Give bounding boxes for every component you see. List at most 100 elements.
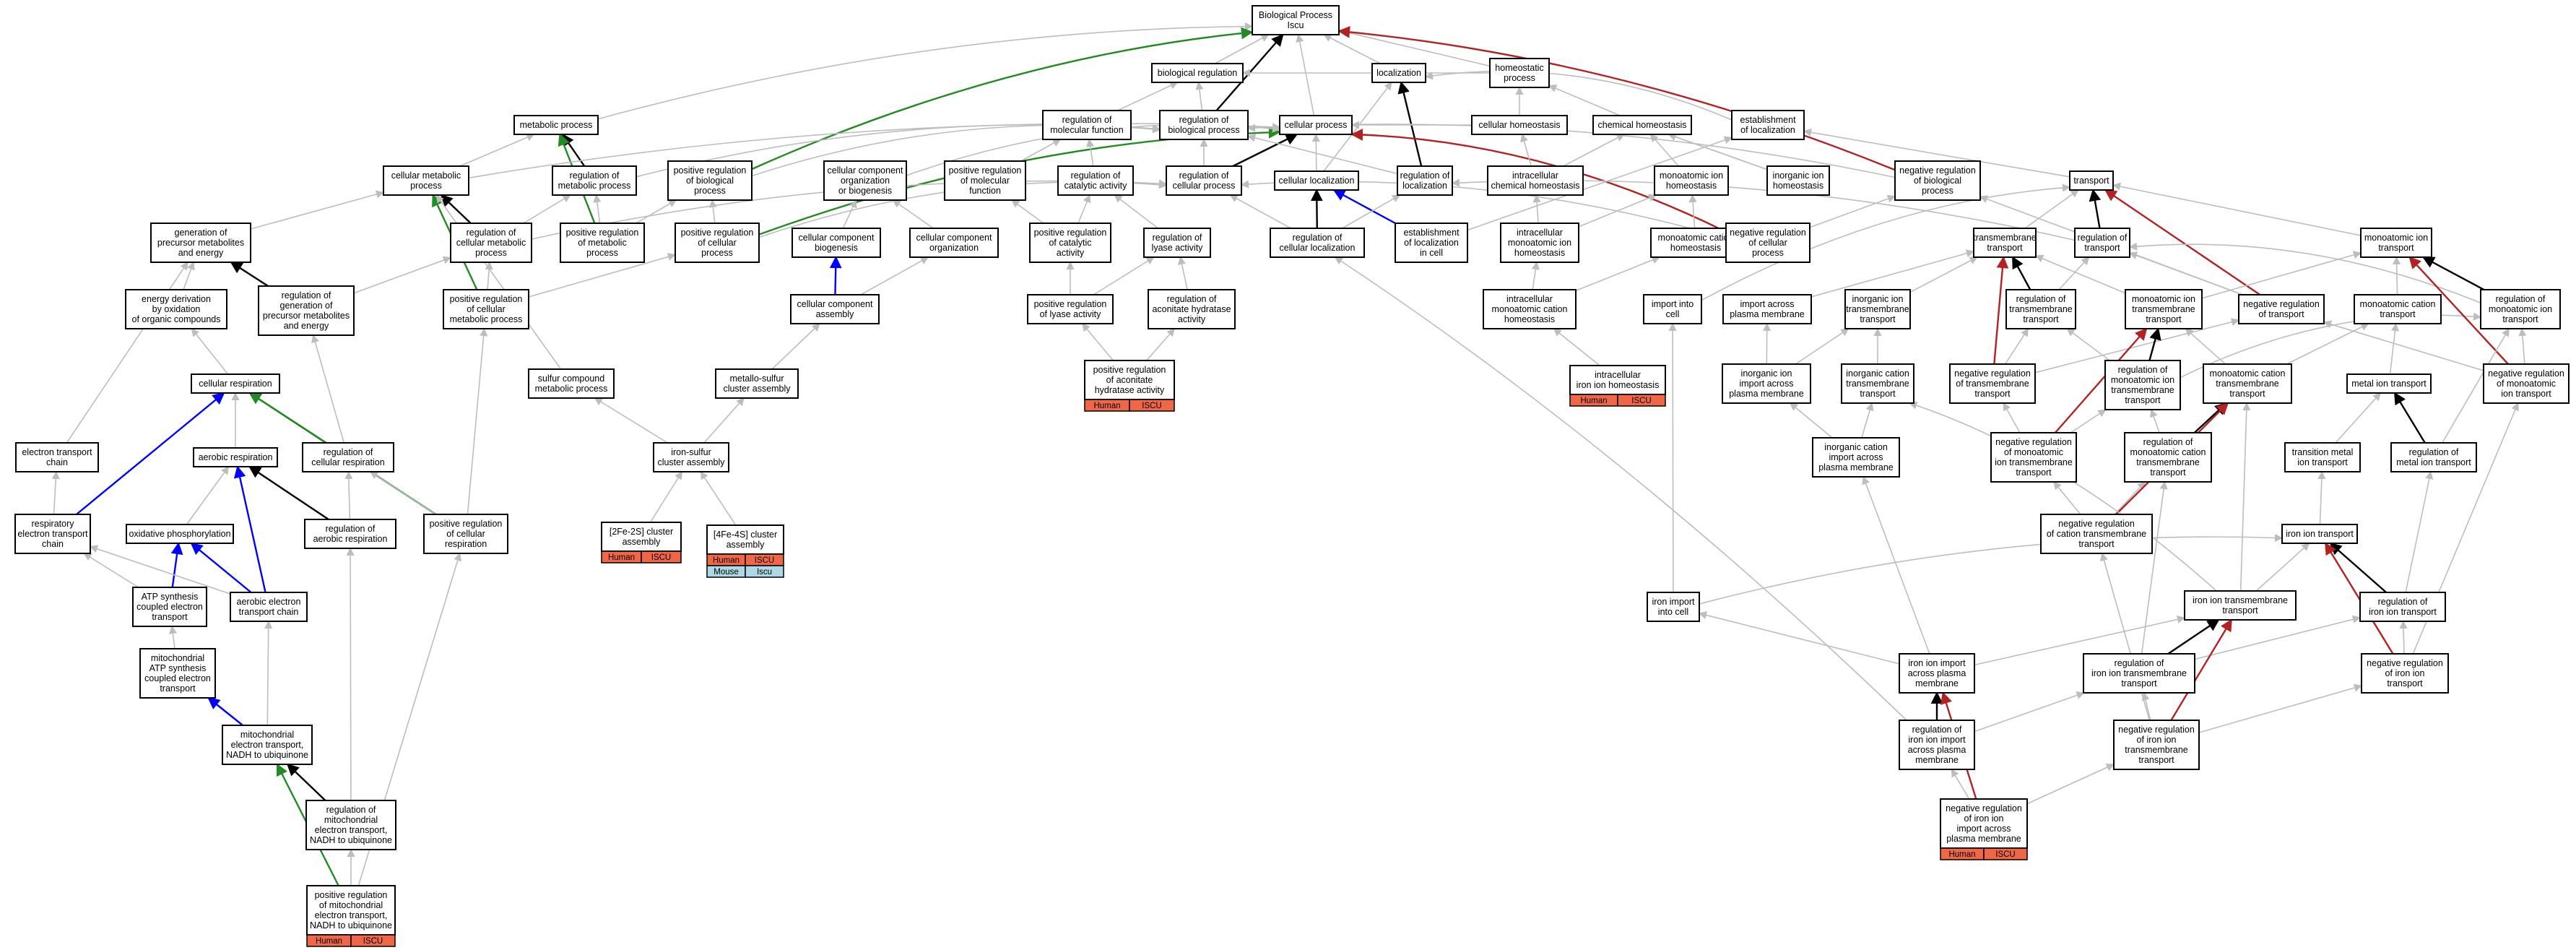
- go-term-node[interactable]: biological regulation: [1151, 63, 1244, 83]
- go-term-node[interactable]: localization: [1371, 63, 1426, 83]
- go-term-node[interactable]: chemical homeostasis: [1592, 115, 1692, 135]
- go-term-node[interactable]: aerobic respiration: [193, 447, 278, 467]
- go-term-node[interactable]: cellular respiration: [191, 373, 280, 394]
- go-term-node[interactable]: iron ion transport: [2281, 524, 2358, 544]
- go-term-node[interactable]: cellular process: [1279, 115, 1353, 135]
- go-term-node[interactable]: cellular localization: [1274, 170, 1359, 191]
- go-term-node[interactable]: metal ion transport: [2346, 373, 2432, 394]
- go-term-node[interactable]: transport: [2069, 170, 2114, 191]
- go-term-node[interactable]: metabolic process: [513, 115, 599, 135]
- go-term-node[interactable]: cellular homeostasis: [1471, 115, 1568, 135]
- go-term-node[interactable]: oxidative phosphorylation: [126, 524, 234, 544]
- go-term-label: regulation of: [326, 805, 376, 815]
